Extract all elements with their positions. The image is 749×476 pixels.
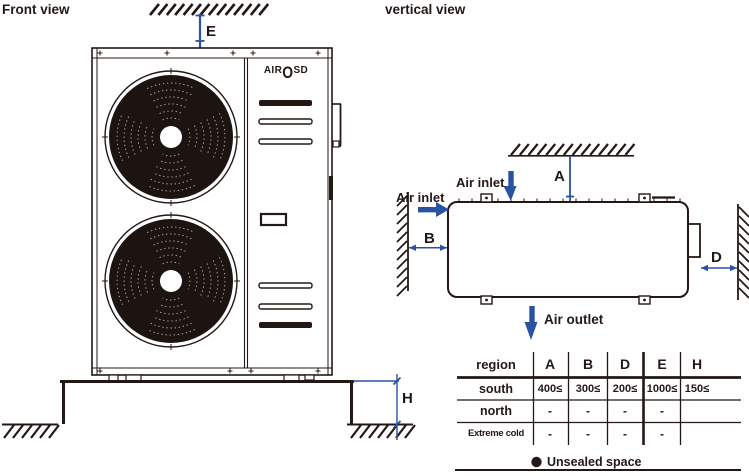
dim-label-d: D [711,249,722,266]
fan-icon [102,212,240,350]
table-cell-value: - [586,427,590,441]
air-inlet-left-arrow [418,202,449,217]
table-cell-value: - [548,404,552,418]
air-outlet-arrow [524,306,538,340]
table-header-b: B [582,356,594,372]
wall-hatch-left [396,195,408,297]
ceiling-hatch-vertical [510,143,636,156]
table-cell-value: 1000≤ [646,383,678,395]
table-cell-value: 150≤ [684,383,710,395]
ceiling-hatch-front [148,3,270,16]
air-inlet-top-arrow [503,171,517,201]
table-cell-value: - [660,404,664,418]
table-cell-value: - [586,404,590,418]
vertical-view-title: vertical view [385,2,466,17]
table-cell-value: - [623,427,627,441]
dimension-line-d [701,264,737,272]
dimension-line-h [353,374,402,440]
nameplate [259,212,288,227]
dim-label-b: B [424,230,435,247]
brand-logo-sd: SD [293,65,309,76]
dim-label-h: H [402,390,413,407]
table-header-h: H [691,356,703,372]
unsealed-space-bullet [531,456,542,468]
table-header-region: region [476,357,516,372]
table-header-d: D [619,356,631,372]
fan-icon [102,68,240,206]
table-header-a: A [544,356,556,372]
unsealed-space-label: Unsealed space [547,455,642,469]
table-row-label: Extreme cold [467,428,525,439]
table-row-label: south [478,382,514,396]
air-inlet-left-label: Air inlet [396,190,445,205]
table-cell-value: - [660,427,664,441]
front-view-title: Front view [2,2,70,17]
dimension-line-b [409,244,447,251]
brand-logo-air: AIR [263,65,283,76]
vertical-unit-outline [447,193,701,305]
mounting-platform [2,380,416,439]
table-grid [455,352,741,471]
ground-hatch [350,424,416,439]
front-panel-vents [258,100,313,328]
table-cell-value: 300≤ [575,383,601,395]
table-cell-value: 400≤ [537,383,563,395]
ground-hatch [3,424,60,439]
table-cell-value: 200≤ [612,383,638,395]
screw-marks [97,50,321,374]
air-outlet-label: Air outlet [544,312,604,327]
table-header-e: E [657,356,667,372]
table-cell-value: - [623,404,627,418]
wall-hatch-right [738,206,749,299]
table-row-label: north [480,404,512,418]
air-inlet-top-label: Air inlet [456,175,505,190]
table-cell-value: - [548,427,552,441]
dim-label-e: E [206,23,217,40]
brand-logo: AIR O SD [255,64,317,81]
dimension-line-e [195,14,205,48]
dimension-line-a [566,156,574,201]
dim-label-a: A [554,168,565,185]
brand-logo-o: O [282,63,294,82]
